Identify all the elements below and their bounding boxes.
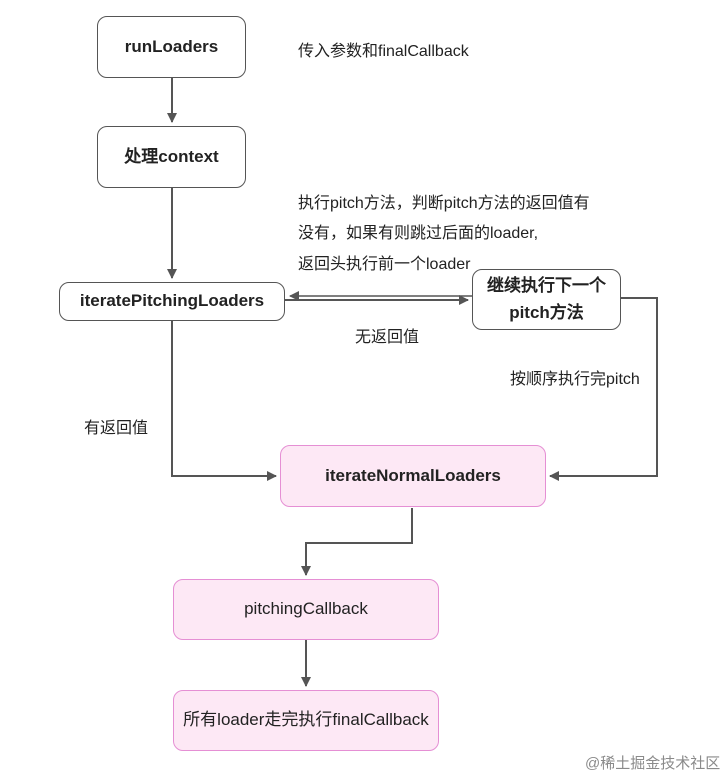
node-final-callback-label: 所有loader走完执行finalCallback bbox=[183, 710, 429, 730]
pitch-note-line2: 没有，如果有则跳过后面的loader, bbox=[298, 225, 539, 242]
node-handle-context-label: 处理context bbox=[124, 146, 219, 166]
node-iterate-pitching-loaders-label: iteratePitchingLoaders bbox=[79, 291, 265, 311]
node-iterate-pitching-loaders: iteratePitchingLoaders bbox=[59, 282, 285, 321]
node-pitching-callback-label: pitchingCallback bbox=[244, 599, 368, 619]
pitch-note-line1: 执行pitch方法，判断pitch方法的返回值有 bbox=[298, 195, 590, 212]
no-return-value-label: 无返回值 bbox=[355, 329, 420, 346]
node-handle-context: 处理context bbox=[97, 126, 246, 188]
edge-normal-to-pitchingcallback bbox=[301, 508, 413, 576]
pitch-note-line3: 返回头执行前一个loader bbox=[298, 256, 471, 273]
node-iterate-normal-loaders-label: iterateNormalLoaders bbox=[325, 465, 501, 485]
run-loaders-note: 传入参数和finalCallback bbox=[298, 43, 469, 60]
pitch-in-order-label: 按顺序执行完pitch bbox=[510, 371, 640, 388]
node-iterate-normal-loaders: iterateNormalLoaders bbox=[280, 445, 546, 507]
node-run-loaders-label: runLoaders bbox=[124, 36, 219, 56]
node-pitching-callback: pitchingCallback bbox=[173, 579, 439, 640]
watermark: @稀土掘金技术社区 bbox=[585, 755, 720, 772]
node-continue-next-pitch-line1: 继续执行下一个 bbox=[487, 276, 606, 296]
node-continue-next-pitch-line2: pitch方法 bbox=[509, 302, 584, 322]
has-return-value-label: 有返回值 bbox=[84, 420, 149, 437]
node-continue-next-pitch: 继续执行下一个 pitch方法 bbox=[472, 269, 621, 330]
node-final-callback: 所有loader走完执行finalCallback bbox=[173, 690, 439, 751]
edge-pitching-to-normal bbox=[171, 321, 277, 481]
node-run-loaders: runLoaders bbox=[97, 16, 246, 78]
edge-continue-to-normal bbox=[549, 297, 658, 481]
